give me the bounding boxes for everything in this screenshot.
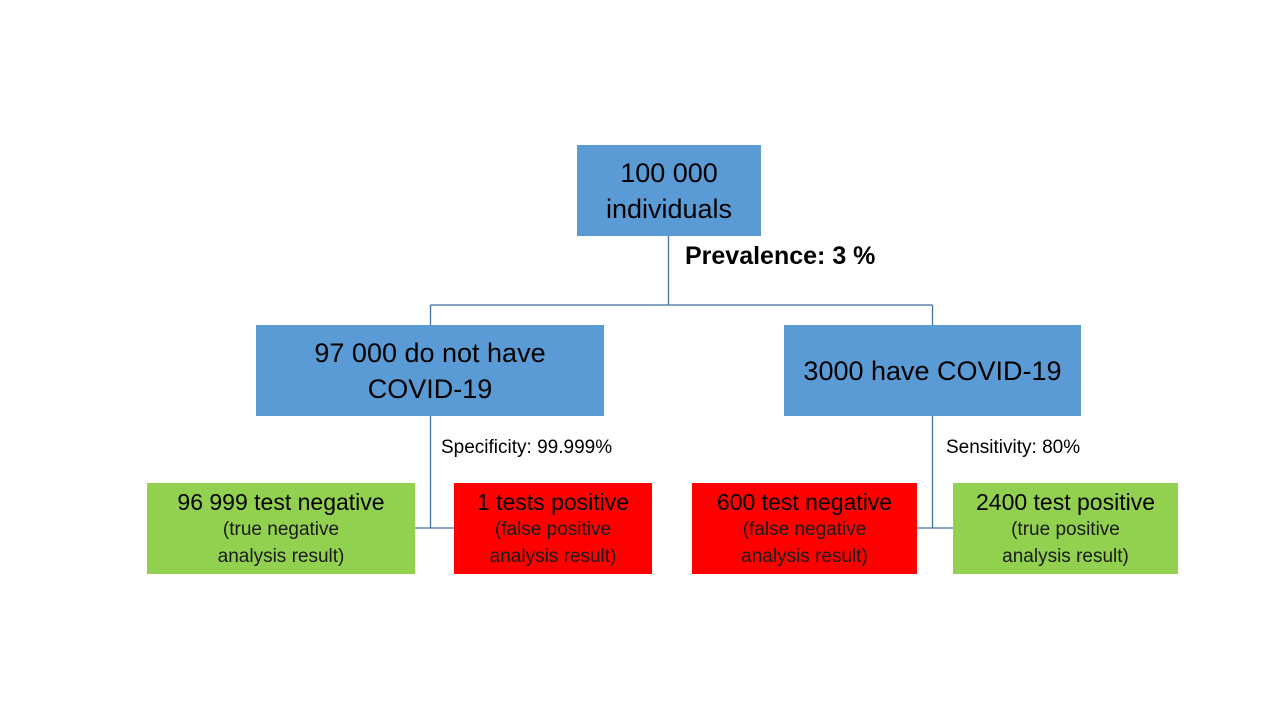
root-node-line2: individuals <box>605 193 733 224</box>
true-negative-count: 96 999 test negative <box>177 489 385 515</box>
true-negative-desc-line1: (true negative <box>222 519 340 540</box>
true-positive-node: 2400 test positive (true positive analys… <box>953 483 1178 574</box>
root-node: 100 000 individuals <box>577 145 761 236</box>
no-covid-node-line2: COVID-19 <box>367 373 493 404</box>
false-negative-desc-line1: (false negative <box>742 519 867 540</box>
true-positive-desc-line1: (true positive <box>1011 519 1120 540</box>
specificity-label: Specificity: 99.999% <box>441 437 613 458</box>
false-positive-node: 1 tests positive (false positive analysi… <box>454 483 652 574</box>
false-positive-desc-line2: analysis result) <box>489 546 617 567</box>
true-negative-node: 96 999 test negative (true negative anal… <box>147 483 415 574</box>
prevalence-label: Prevalence: 3 % <box>685 242 876 270</box>
covid-node: 3000 have COVID-19 <box>784 325 1081 416</box>
true-positive-desc-line2: analysis result) <box>1002 546 1129 567</box>
no-covid-node: 97 000 do not have COVID-19 <box>256 325 604 416</box>
false-positive-count: 1 tests positive <box>476 489 630 515</box>
false-negative-desc-line2: analysis result) <box>741 546 868 567</box>
true-negative-desc-line2: analysis result) <box>217 546 345 567</box>
false-negative-count: 600 test negative <box>716 489 893 515</box>
true-positive-count: 2400 test positive <box>975 489 1155 515</box>
no-covid-node-line1: 97 000 do not have <box>314 337 546 368</box>
root-node-line1: 100 000 <box>620 157 718 188</box>
false-positive-desc-line1: (false positive <box>494 519 612 540</box>
covid-node-line1: 3000 have COVID-19 <box>803 355 1062 386</box>
sensitivity-label: Sensitivity: 80% <box>946 437 1081 458</box>
false-negative-node: 600 test negative (false negative analys… <box>692 483 917 574</box>
